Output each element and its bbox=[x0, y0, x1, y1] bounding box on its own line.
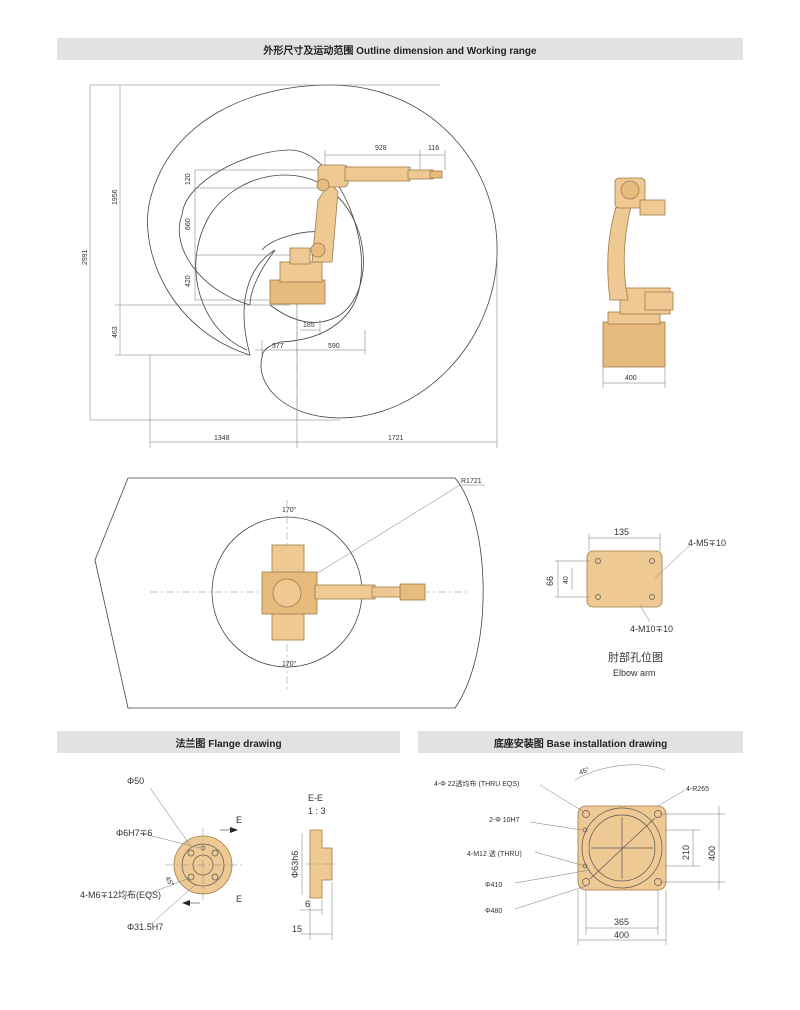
section-scale: 1 : 3 bbox=[308, 806, 326, 816]
base-outer-span-v: 400 bbox=[707, 846, 717, 861]
front-base-width: 400 bbox=[625, 375, 637, 382]
outline-banner: 外形尺寸及运动范围 Outline dimension and Working … bbox=[57, 38, 743, 60]
base-drawing: 4-Φ 22透均布 (THRU EQS) 45° 4-R265 2-Φ 10H7… bbox=[434, 764, 725, 945]
base-holes: 4-Φ 22透均布 (THRU EQS) bbox=[434, 779, 519, 788]
elbow-arm: 135 66 40 4-M5∓10 4-M10∓10 肘部孔位图 Elbow a… bbox=[545, 527, 726, 678]
flange-mark-top: E bbox=[236, 815, 242, 825]
base-corner-radius: 4-R265 bbox=[686, 786, 709, 793]
base-banner: 底座安装图 Base installation drawing bbox=[418, 731, 743, 753]
dim-660: 660 bbox=[185, 218, 192, 230]
base-angle: 45° bbox=[578, 766, 591, 777]
dim-116: 116 bbox=[428, 145, 439, 152]
base-pins: 2-Φ 10H7 bbox=[489, 817, 520, 824]
top-angle-top: 170° bbox=[282, 506, 297, 514]
dim-420: 420 bbox=[185, 275, 192, 287]
side-envelope bbox=[147, 84, 498, 419]
robot-side bbox=[269, 164, 443, 305]
dim-928: 928 bbox=[375, 145, 387, 152]
dim-1956: 1956 bbox=[112, 189, 119, 205]
top-radius: R1721 bbox=[461, 478, 482, 485]
dim-463: 463 bbox=[112, 326, 119, 338]
front-view: 400 bbox=[602, 177, 674, 388]
flange-mark-bottom: E bbox=[236, 894, 242, 904]
dim-1348: 1348 bbox=[214, 435, 230, 442]
elbow-holes-top: 4-M5∓10 bbox=[688, 538, 726, 548]
flange-banner: 法兰图 Flange drawing bbox=[57, 731, 400, 753]
dim-185: 185 bbox=[303, 322, 315, 329]
flange-depth1: 6 bbox=[305, 899, 310, 909]
top-view: R1721 170° 170° bbox=[94, 477, 485, 709]
flange-d50: Φ50 bbox=[127, 776, 144, 786]
base-pcd1: Φ410 bbox=[485, 882, 502, 889]
dim-2991: 2991 bbox=[82, 249, 89, 265]
dim-377: 377 bbox=[272, 343, 284, 350]
dim-120: 120 bbox=[185, 173, 192, 185]
flange-bore: Φ31.5H7 bbox=[127, 922, 163, 932]
section-title: E-E bbox=[308, 793, 323, 803]
elbow-height-outer: 66 bbox=[545, 576, 555, 586]
flange-pin: Φ6H7∓6 bbox=[116, 828, 152, 838]
top-envelope bbox=[94, 477, 484, 709]
dim-1721: 1721 bbox=[388, 435, 404, 442]
flange-angle: 45° bbox=[163, 875, 175, 888]
side-view: 928 116 120 660 420 1956 2991 463 185 37… bbox=[82, 84, 498, 448]
base-pcd2: Φ480 bbox=[485, 908, 502, 915]
flange-screws: 4-M6∓12均布(EQS) bbox=[80, 889, 161, 900]
base-threads: 4-M12 透 (THRU) bbox=[467, 850, 522, 858]
top-angle-bottom: 170° bbox=[282, 660, 297, 668]
flange-depth2: 15 bbox=[292, 924, 302, 934]
elbow-width: 135 bbox=[614, 527, 629, 537]
base-inner-span: 210 bbox=[681, 845, 691, 860]
elbow-height-inner: 40 bbox=[563, 576, 570, 584]
flange-shaft: Φ63h6 bbox=[290, 851, 300, 878]
dim-590: 590 bbox=[328, 343, 340, 350]
base-outer-span-h: 400 bbox=[614, 930, 629, 940]
elbow-caption-en: Elbow arm bbox=[613, 668, 656, 678]
elbow-holes-bottom: 4-M10∓10 bbox=[630, 624, 673, 634]
flange-drawing: Φ50 Φ6H7∓6 4-M6∓12均布(EQS) Φ31.5H7 45° E … bbox=[80, 776, 336, 940]
elbow-caption-cn: 肘部孔位图 bbox=[608, 650, 663, 664]
base-hole-span: 365 bbox=[614, 917, 629, 927]
